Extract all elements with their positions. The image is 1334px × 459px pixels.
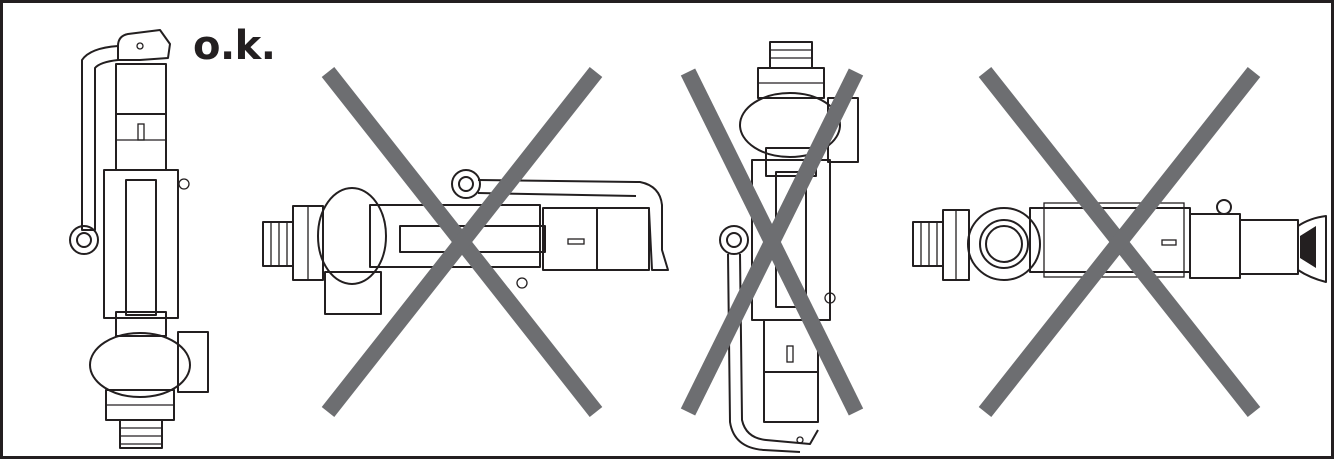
ok-label: o.k. [193,23,276,69]
wrong-mark-cross-3 [978,67,1261,417]
wrong-mark-cross-2 [680,68,864,416]
valve-vertical-upright [69,29,209,449]
wrong-mark-cross-1 [321,67,603,417]
valve-horizontal-lever-side [912,199,1327,283]
